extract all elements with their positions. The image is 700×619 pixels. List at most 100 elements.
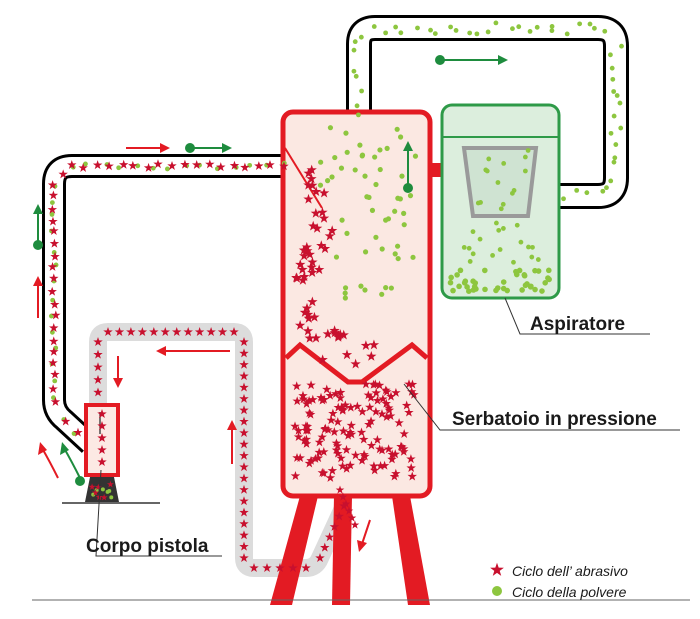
dust-dot xyxy=(526,244,531,250)
dust-dot xyxy=(401,210,407,216)
dust-dot xyxy=(351,47,357,53)
dust-dot xyxy=(371,24,377,29)
dust-dot xyxy=(500,279,507,285)
dust-dot xyxy=(483,167,489,173)
dust-dot xyxy=(609,65,615,71)
dust-dot xyxy=(471,283,478,290)
dust-dot xyxy=(604,185,609,191)
dust-dot xyxy=(564,31,570,37)
dust-dot xyxy=(407,193,414,199)
dust-dot xyxy=(342,285,349,291)
dust-dot xyxy=(49,212,55,217)
dust-dot xyxy=(388,285,394,291)
dust-dot xyxy=(577,21,583,27)
dust-dot xyxy=(509,190,515,196)
dust-dot xyxy=(619,43,624,49)
dust-dot xyxy=(613,142,619,147)
dust-dot xyxy=(587,21,593,27)
dust-dot xyxy=(525,148,531,153)
dust-dot xyxy=(372,154,378,160)
dust-dot xyxy=(52,378,58,384)
dust-dot xyxy=(466,245,472,251)
dust-dot xyxy=(393,24,399,30)
dust-dot xyxy=(516,24,522,30)
dust-dot xyxy=(510,26,515,32)
dust-dot xyxy=(351,68,357,74)
dust-dot xyxy=(612,155,618,161)
dust-dot xyxy=(546,276,552,283)
dust-dot xyxy=(109,495,114,500)
dust-dot xyxy=(358,283,364,289)
dust-dot xyxy=(343,130,349,136)
dust-dot xyxy=(528,283,534,290)
dust-dot xyxy=(100,487,105,492)
dust-dot xyxy=(592,25,597,31)
dust-dot xyxy=(457,267,464,274)
dust-dot xyxy=(362,287,368,293)
dust-dot xyxy=(482,286,488,293)
dust-dot xyxy=(529,254,535,260)
dust-dot xyxy=(608,130,614,136)
dust-dot xyxy=(516,267,523,274)
dust-dot xyxy=(324,178,331,184)
dust-dot xyxy=(493,20,499,26)
dust-dot xyxy=(608,52,613,58)
dust-dot xyxy=(467,259,473,264)
dust-dot xyxy=(399,173,405,179)
dust-dot xyxy=(500,201,506,207)
dust-dot xyxy=(50,297,56,303)
dust-dot xyxy=(373,181,379,188)
dust-dot xyxy=(474,31,480,37)
dust-dot xyxy=(353,73,359,79)
dust-dot xyxy=(394,243,401,249)
dust-dot xyxy=(383,285,389,291)
dust-dot xyxy=(513,271,520,278)
dust-dot xyxy=(401,222,407,228)
dust-dot xyxy=(490,252,495,258)
dust-dot xyxy=(611,159,617,165)
dust-dot xyxy=(164,166,170,172)
dust-dot xyxy=(519,287,525,293)
dust-dot xyxy=(377,166,383,173)
dust-dot xyxy=(107,488,112,493)
tank-cone xyxy=(284,341,429,385)
dust-dot xyxy=(501,161,507,166)
dust-dot xyxy=(379,246,385,252)
dust-dot xyxy=(614,93,620,98)
dust-dot xyxy=(359,88,365,94)
dust-dot xyxy=(464,284,470,290)
dust-dot xyxy=(514,222,520,228)
dust-dot xyxy=(338,165,345,171)
dust-dot xyxy=(478,200,483,205)
dust-dot xyxy=(618,125,624,131)
dust-dot xyxy=(532,286,538,293)
dust-dot xyxy=(610,76,616,82)
dust-dot xyxy=(392,208,398,214)
dust-dot xyxy=(511,259,516,265)
dust-dot xyxy=(344,149,350,155)
dust-dot xyxy=(354,103,360,109)
dust-dot xyxy=(327,125,334,131)
dust-dot xyxy=(450,287,456,294)
legend-dot-icon xyxy=(492,586,502,596)
dust-dot xyxy=(373,234,379,240)
dust-dot xyxy=(522,154,528,160)
dust-dot xyxy=(534,24,540,30)
dust-dot xyxy=(342,295,348,301)
dust-dot xyxy=(83,161,88,167)
dust-dot xyxy=(392,251,398,257)
dust-dot xyxy=(116,165,122,171)
dust-dot xyxy=(617,100,623,106)
dust-dot xyxy=(135,163,141,169)
legend-star-icon xyxy=(490,562,504,576)
dust-dot xyxy=(51,395,56,401)
dust-dot xyxy=(574,187,580,193)
dust-dot xyxy=(518,239,524,245)
dust-dot xyxy=(600,188,606,194)
dust-dot xyxy=(395,255,401,262)
flow-arrows xyxy=(33,55,508,552)
dust-dot xyxy=(532,267,538,274)
dust-dot xyxy=(456,283,462,290)
dust-dot xyxy=(521,271,528,278)
